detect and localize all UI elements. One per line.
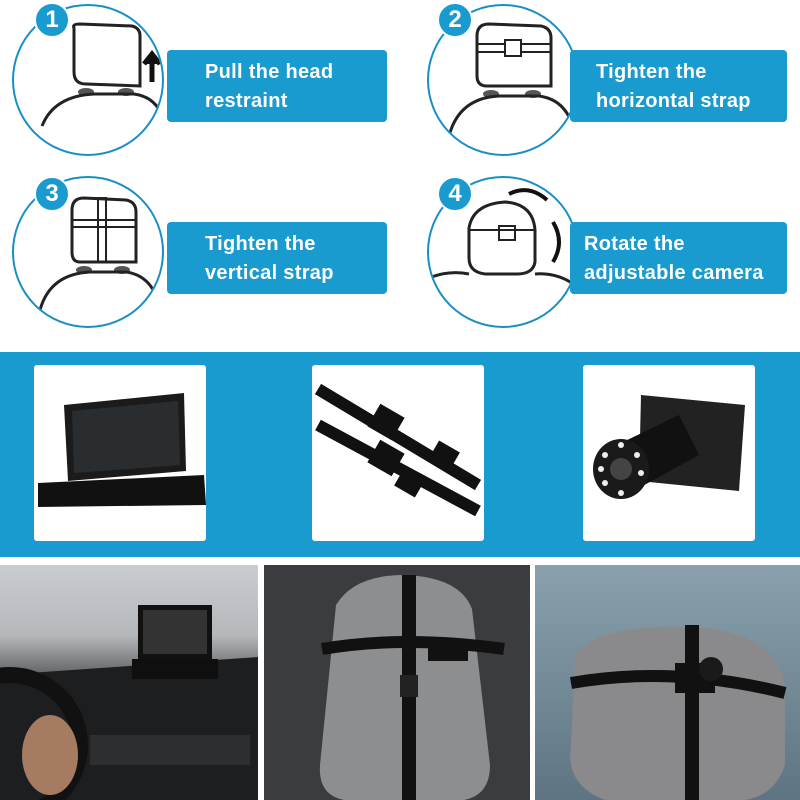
product-monitor [34,365,206,541]
step-3-label: Tighten the vertical strap [167,222,387,294]
rotate-camera-icon [429,188,577,289]
camera-headrest-scene [569,625,787,800]
step-3-illustration [12,176,164,328]
step-text: Tighten the [596,61,707,83]
product-camera [583,365,755,541]
monitor-icon [38,393,206,507]
step-number-badge: 2 [437,2,473,38]
step-text: adjustable camera [584,262,764,284]
step-number-badge: 4 [437,176,473,212]
photo-monitor-on-dashboard [0,565,258,800]
step-text: Rotate the [584,233,685,255]
headrest-strap-scene [319,575,505,800]
photo-strap-on-headrest [264,565,530,800]
step-number-badge: 1 [34,2,70,38]
step-text: Pull the head [205,61,334,83]
step-text: horizontal strap [596,90,751,112]
step-number-badge: 3 [34,176,70,212]
dashboard-scene [0,605,258,800]
step-4-illustration [427,176,579,328]
product-straps [312,365,484,541]
photo-camera-on-headrest [535,565,800,800]
step-text: vertical strap [205,262,334,284]
step-text: Tighten the [205,233,316,255]
straps-icon [314,383,482,517]
step-2-label: Tighten the horizontal strap [570,50,787,122]
vertical-strap-icon [38,196,162,311]
step-4-label: Rotate the adjustable camera [570,222,787,294]
step-text: restraint [205,90,288,112]
step-1-label: Pull the head restraint [167,50,387,122]
camera-icon [593,395,745,499]
